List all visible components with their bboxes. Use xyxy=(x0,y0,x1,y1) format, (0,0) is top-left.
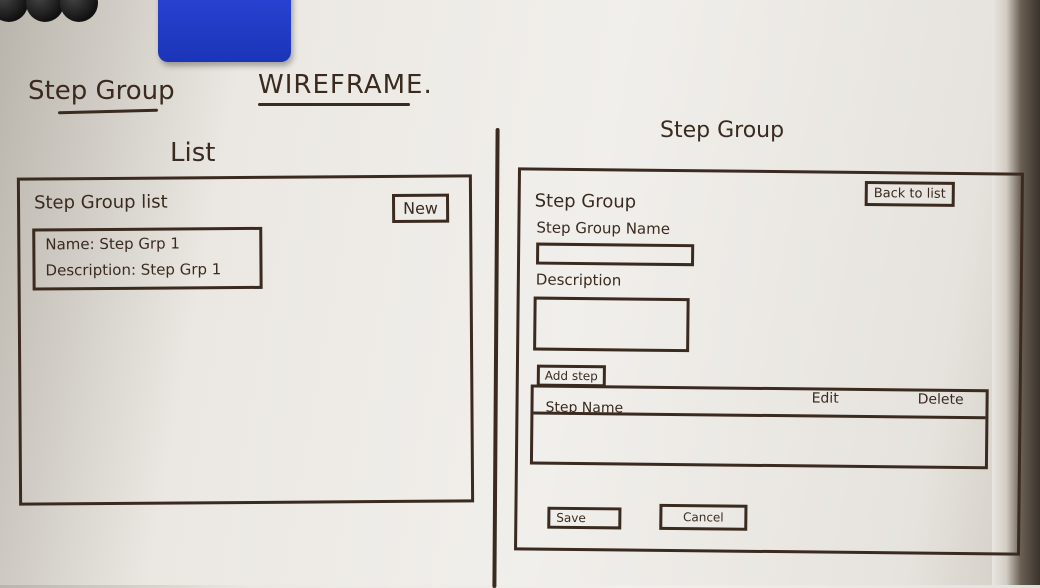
description-label: Description xyxy=(535,270,622,290)
wireframe-underline xyxy=(258,103,410,106)
new-button[interactable]: New xyxy=(391,193,450,223)
step-group-name-label: Step Group Name xyxy=(536,218,671,238)
save-button[interactable]: Save xyxy=(547,506,622,530)
section-divider xyxy=(492,127,500,588)
list-item-name: Name: Step Grp 1 xyxy=(45,234,181,254)
column-header-edit: Edit xyxy=(811,390,839,407)
list-heading: List xyxy=(170,138,216,168)
app-title: Step Group xyxy=(28,76,175,106)
list-item[interactable]: Name: Step Grp 1 Description: Step Grp 1 xyxy=(32,226,263,291)
step-group-list-panel: Step Group list New Name: Step Grp 1 Des… xyxy=(16,174,475,506)
wireframe-label: WIREFRAME. xyxy=(258,70,433,100)
whiteboard-eraser xyxy=(158,0,291,62)
description-textarea[interactable] xyxy=(533,296,690,353)
cancel-button[interactable]: Cancel xyxy=(659,503,748,531)
column-header-delete: Delete xyxy=(917,391,964,409)
whiteboard-edge xyxy=(992,0,1040,585)
list-panel-title: Step Group list xyxy=(33,191,168,214)
list-item-description: Description: Step Grp 1 xyxy=(45,260,222,280)
magnet-icon xyxy=(0,0,28,22)
back-to-list-button[interactable]: Back to list xyxy=(864,180,955,207)
steps-table: Step Name Edit Delete xyxy=(529,384,989,470)
magnet-icon xyxy=(26,0,64,22)
title-underline xyxy=(57,108,159,115)
form-panel-title: Step Group xyxy=(534,190,637,213)
magnet-icon xyxy=(60,0,98,22)
form-heading: Step Group xyxy=(660,118,785,143)
step-group-name-input[interactable] xyxy=(536,242,695,267)
step-group-form-panel: Step Group Back to list Step Group Name … xyxy=(514,167,1024,556)
